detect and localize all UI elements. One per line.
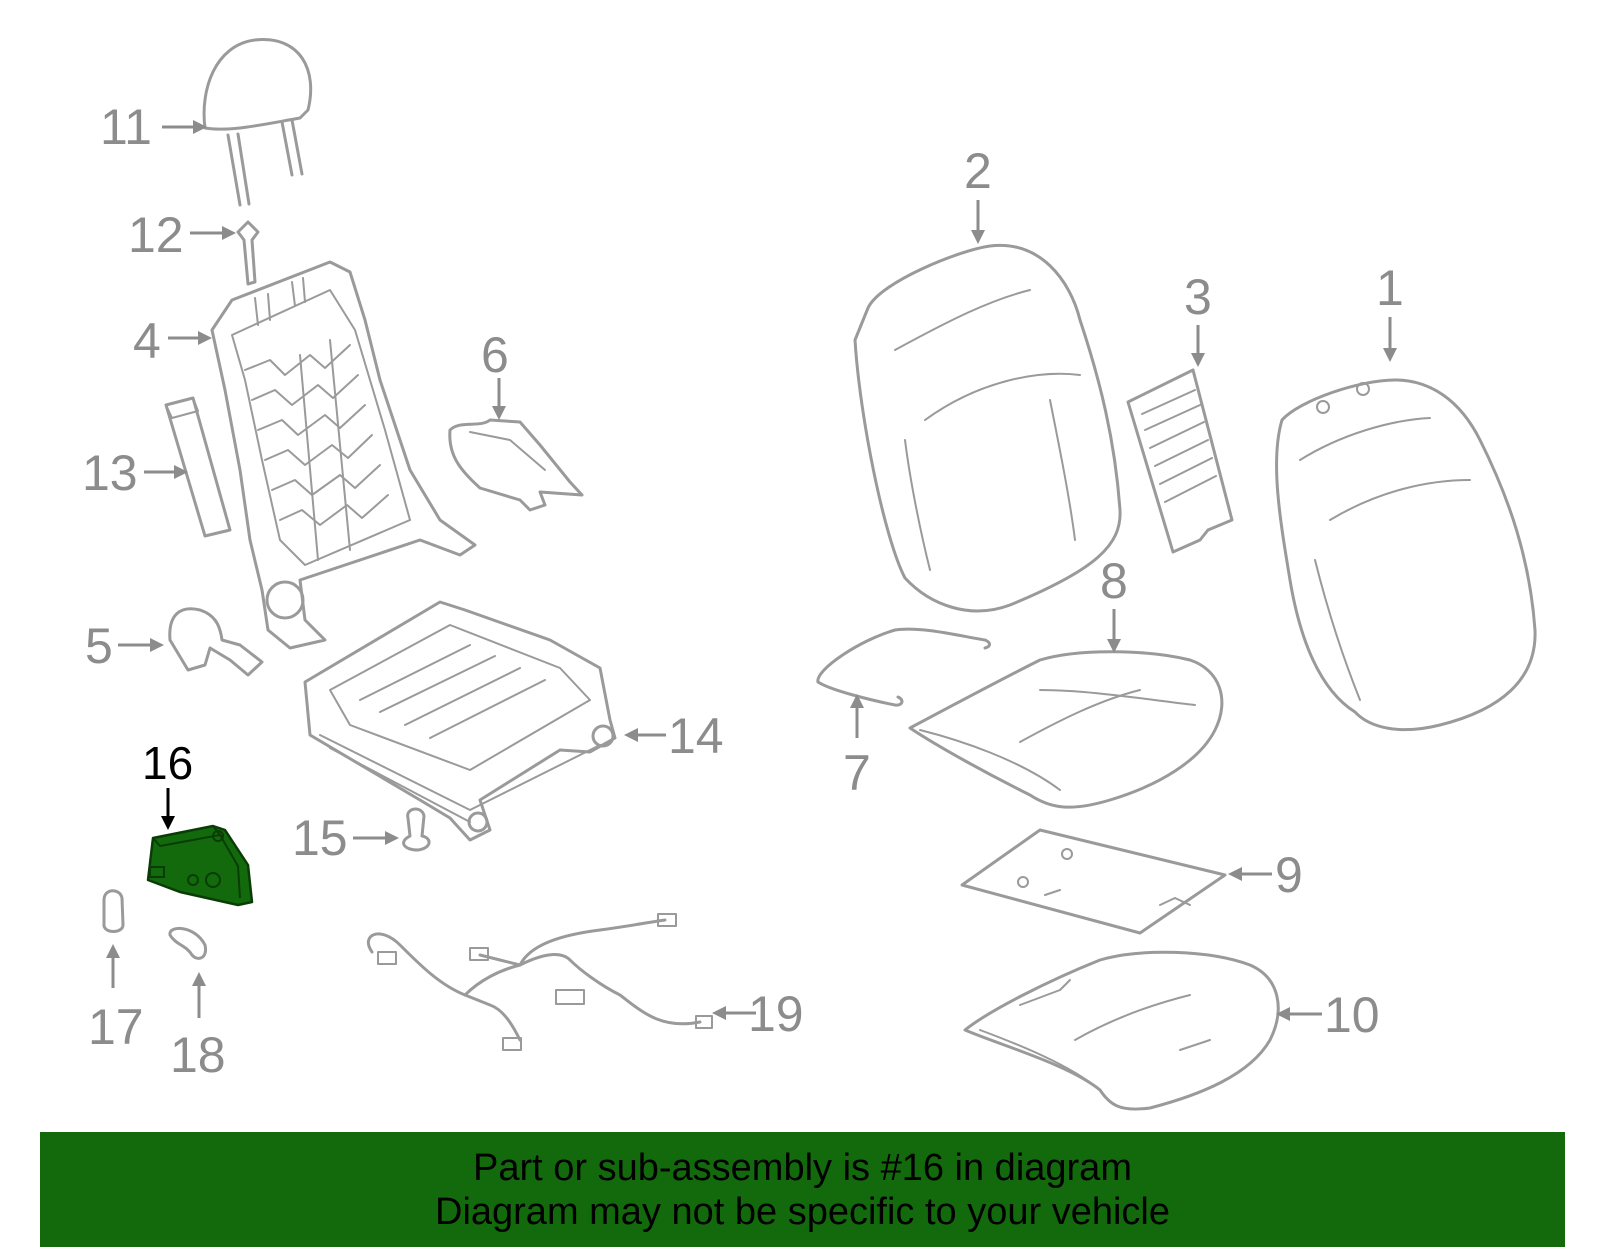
banner-line-2: Diagram may not be specific to your vehi… <box>435 1190 1170 1233</box>
callout-9-label: 9 <box>1275 847 1303 903</box>
part-11-headrest <box>202 38 313 207</box>
callout-1: 1 <box>1376 260 1404 362</box>
callout-19: 19 <box>712 986 804 1042</box>
callout-12: 12 <box>128 207 236 263</box>
callout-17-label: 17 <box>88 999 144 1055</box>
callout-10: 10 <box>1276 987 1380 1043</box>
callout-16: 16 <box>142 737 193 830</box>
part-14-seat-frame <box>303 600 617 842</box>
banner-line-1: Part or sub-assembly is #16 in diagram <box>473 1146 1132 1189</box>
callout-14: 14 <box>624 708 724 764</box>
callout-9: 9 <box>1228 847 1303 903</box>
callout-10-label: 10 <box>1324 987 1380 1043</box>
callout-18: 18 <box>170 972 226 1083</box>
callout-4-label: 4 <box>133 313 161 369</box>
callout-8: 8 <box>1100 553 1128 653</box>
callout-17: 17 <box>88 944 144 1055</box>
part-3-pad <box>1126 368 1234 554</box>
part-9-mat <box>960 828 1227 935</box>
callout-2: 2 <box>964 143 992 244</box>
callout-3: 3 <box>1184 269 1212 367</box>
callout-14-label: 14 <box>668 708 724 764</box>
callout-12-label: 12 <box>128 207 184 263</box>
callout-4: 4 <box>133 313 212 369</box>
part-5-bracket <box>168 607 264 677</box>
part-12-headrest-guide <box>236 220 260 286</box>
callout-7: 7 <box>843 694 871 801</box>
callout-13-label: 13 <box>82 445 138 501</box>
callout-11: 11 <box>100 99 207 155</box>
part-16-switch-highlighted <box>146 824 254 907</box>
callout-1-label: 1 <box>1376 260 1404 316</box>
callout-2-label: 2 <box>964 143 992 199</box>
part-8-cushion-cover <box>908 650 1224 809</box>
part-6-cover <box>448 418 584 512</box>
callout-15: 15 <box>292 810 399 866</box>
part-18-knob <box>168 926 208 960</box>
part-7-wire <box>816 627 991 707</box>
callout-6-label: 6 <box>481 327 509 383</box>
callout-7-label: 7 <box>843 745 871 801</box>
part-2-seatback-cover <box>853 243 1122 613</box>
part-15-bolt <box>402 807 431 852</box>
callout-8-label: 8 <box>1100 553 1128 609</box>
callout-18-label: 18 <box>170 1027 226 1083</box>
callout-15-label: 15 <box>292 810 348 866</box>
callout-5-label: 5 <box>85 618 113 674</box>
info-banner: Part or sub-assembly is #16 in diagram D… <box>40 1132 1565 1247</box>
part-10-cushion-pad <box>963 950 1280 1111</box>
callout-16-label: 16 <box>142 737 193 789</box>
callout-5: 5 <box>85 618 164 674</box>
callout-3-label: 3 <box>1184 269 1212 325</box>
callout-19-label: 19 <box>748 986 804 1042</box>
part-1-seatback-trim <box>1275 378 1537 732</box>
part-17-knob <box>102 889 125 933</box>
part-19-wire-harness <box>366 913 713 1051</box>
part-4-seatback-frame <box>210 260 477 650</box>
part-13-side-pad <box>164 396 232 538</box>
callout-13: 13 <box>82 445 188 501</box>
callout-6: 6 <box>481 327 509 420</box>
callout-11-label: 11 <box>100 99 152 155</box>
